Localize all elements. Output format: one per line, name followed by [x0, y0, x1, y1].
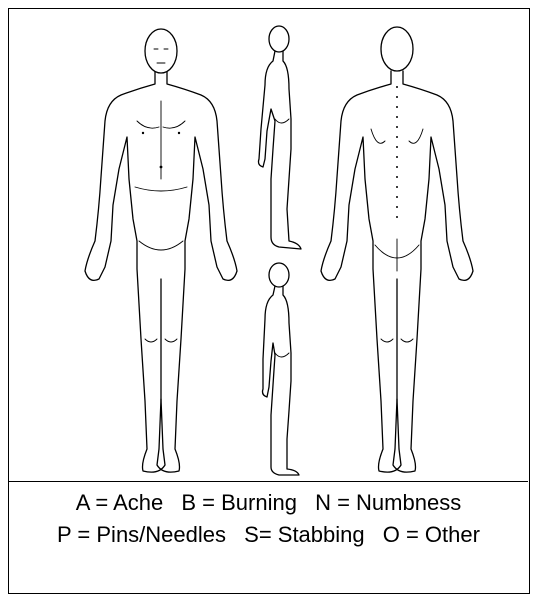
legend-item-stabbing: S= Stabbing — [244, 522, 364, 547]
side-body-figure-top — [259, 26, 302, 249]
pain-diagram-frame: A = Ache B = Burning N = Numbness P = Pi… — [8, 8, 530, 594]
side-body-figure-bottom — [263, 263, 300, 475]
legend-item-pins-needles: P = Pins/Needles — [57, 522, 226, 547]
legend-item-ache: A = Ache — [76, 490, 163, 515]
body-figures-svg — [9, 9, 528, 481]
spine-dots — [396, 86, 398, 218]
body-figures-area — [9, 9, 528, 481]
pain-type-legend: A = Ache B = Burning N = Numbness P = Pi… — [9, 487, 528, 551]
legend-divider — [9, 481, 528, 482]
legend-item-numbness: N = Numbness — [315, 490, 461, 515]
legend-line-2: P = Pins/Needles S= Stabbing O = Other — [9, 519, 528, 551]
legend-line-1: A = Ache B = Burning N = Numbness — [9, 487, 528, 519]
legend-item-burning: B = Burning — [181, 490, 297, 515]
legend-item-other: O = Other — [383, 522, 480, 547]
front-body-figure — [85, 29, 237, 472]
back-body-figure — [321, 27, 473, 472]
